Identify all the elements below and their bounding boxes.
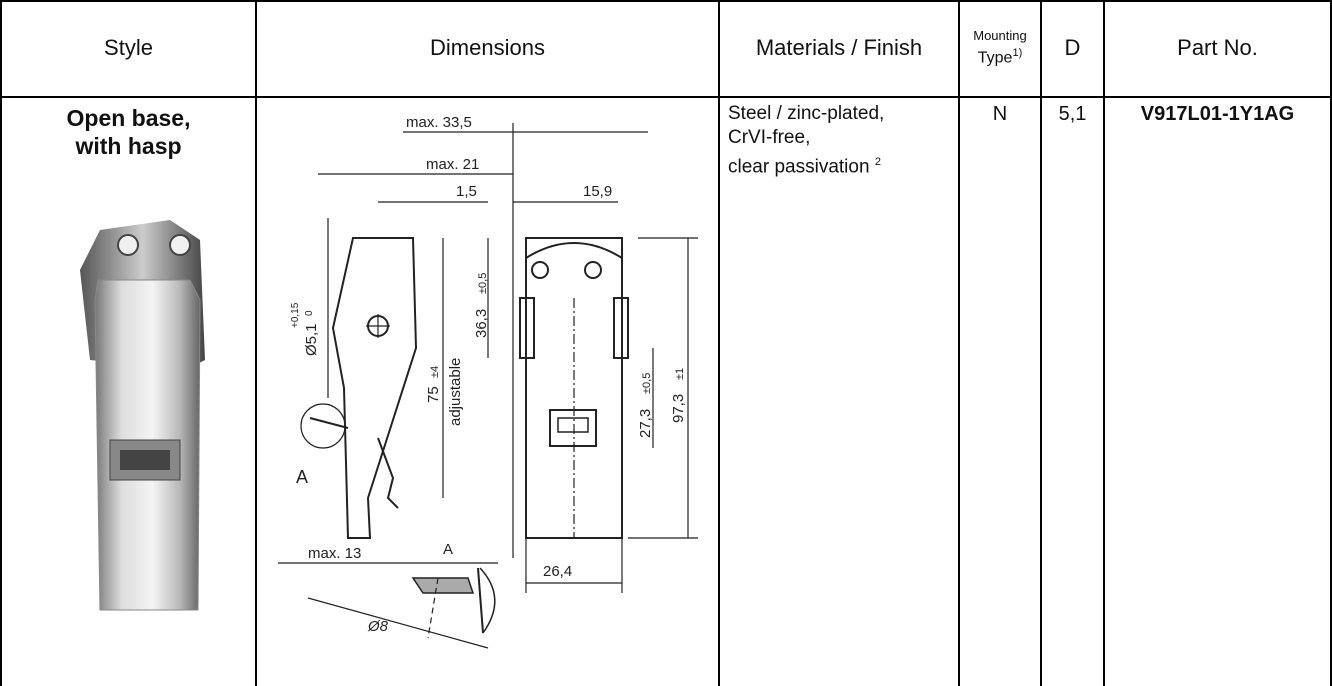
- header-part-no: Part No.: [1105, 0, 1330, 96]
- dim-adjustable: adjustable: [447, 358, 464, 426]
- style-name: Open base, with hasp: [2, 104, 255, 160]
- dim-15-9: 15,9: [583, 183, 612, 200]
- header-style-label: Style: [104, 35, 153, 60]
- part-number: V917L01-1Y1AG: [1140, 103, 1295, 125]
- header-style: Style: [2, 0, 255, 96]
- dim-27-3: 27,3: [637, 409, 654, 438]
- dim-max-33-5: max. 33,5: [406, 114, 472, 131]
- col-divider-4: [1040, 0, 1042, 686]
- col-divider-2: [718, 0, 720, 686]
- header-d: D: [1042, 0, 1103, 96]
- header-dimensions-label: Dimensions: [430, 35, 545, 60]
- mounting-type-value: N: [992, 103, 1008, 125]
- dim-phi-8: Ø8: [367, 618, 389, 635]
- materials-line2: CrVI-free,: [728, 127, 811, 148]
- dim-75-tol: ±4: [429, 366, 441, 378]
- header-dimensions: Dimensions: [257, 0, 718, 96]
- materials-footnote: 2: [874, 156, 881, 168]
- style-name-line2: with hasp: [75, 133, 182, 159]
- header-mounting-type: Type: [977, 49, 1013, 67]
- header-d-label: D: [1064, 35, 1081, 60]
- detail-a-label: A: [443, 541, 453, 558]
- dim-phi-5-1-tol-top: +0,15: [290, 302, 301, 328]
- header-mounting-sup: 1): [1012, 46, 1023, 59]
- header-mounting-line1: Mounting: [973, 27, 1027, 43]
- dim-97-3-tol: ±1: [674, 368, 686, 380]
- dimension-drawing: max. 33,5 max. 21 1,5 15,9 26,4 max. 13 …: [278, 114, 698, 649]
- col-divider-1: [255, 0, 257, 686]
- header-materials: Materials / Finish: [720, 0, 958, 96]
- header-part-no-label: Part No.: [1177, 35, 1258, 60]
- header-mounting: Mounting Type1): [960, 0, 1040, 96]
- col-divider-5: [1103, 0, 1105, 686]
- header-divider: [0, 96, 1332, 98]
- d-value: 5,1: [1058, 103, 1087, 125]
- dim-36-3: 36,3: [473, 309, 490, 338]
- header-materials-label: Materials / Finish: [755, 35, 923, 60]
- dim-26-4: 26,4: [543, 563, 572, 580]
- dim-1-5: 1,5: [456, 183, 477, 200]
- table-right-border: [1330, 0, 1332, 686]
- materials-line1: Steel / zinc-plated,: [728, 103, 885, 124]
- dim-75: 75: [425, 386, 442, 403]
- detail-a-marker: A: [296, 467, 308, 487]
- dim-36-3-tol: ±0,5: [477, 273, 489, 294]
- dim-phi-5-1-tol-bot: 0: [304, 310, 315, 316]
- dim-27-3-tol: ±0,5: [641, 373, 653, 394]
- materials-line3-text: clear passivation: [728, 156, 870, 178]
- dim-97-3: 97,3: [670, 394, 687, 423]
- header-mounting-line2: Type1): [978, 43, 1022, 68]
- product-photo: [80, 220, 205, 611]
- materials-line3: clear passivation 2: [728, 150, 956, 179]
- table-top-border: [0, 0, 1332, 2]
- style-name-line1: Open base,: [66, 105, 191, 131]
- dim-max-13: max. 13: [308, 545, 361, 562]
- col-divider-3: [958, 0, 960, 686]
- dim-phi-5-1: Ø5,1: [303, 323, 320, 356]
- materials-finish: Steel / zinc-plated, CrVI-free, clear pa…: [728, 102, 956, 179]
- dim-max-21: max. 21: [426, 156, 479, 173]
- table-left-border: [0, 0, 2, 686]
